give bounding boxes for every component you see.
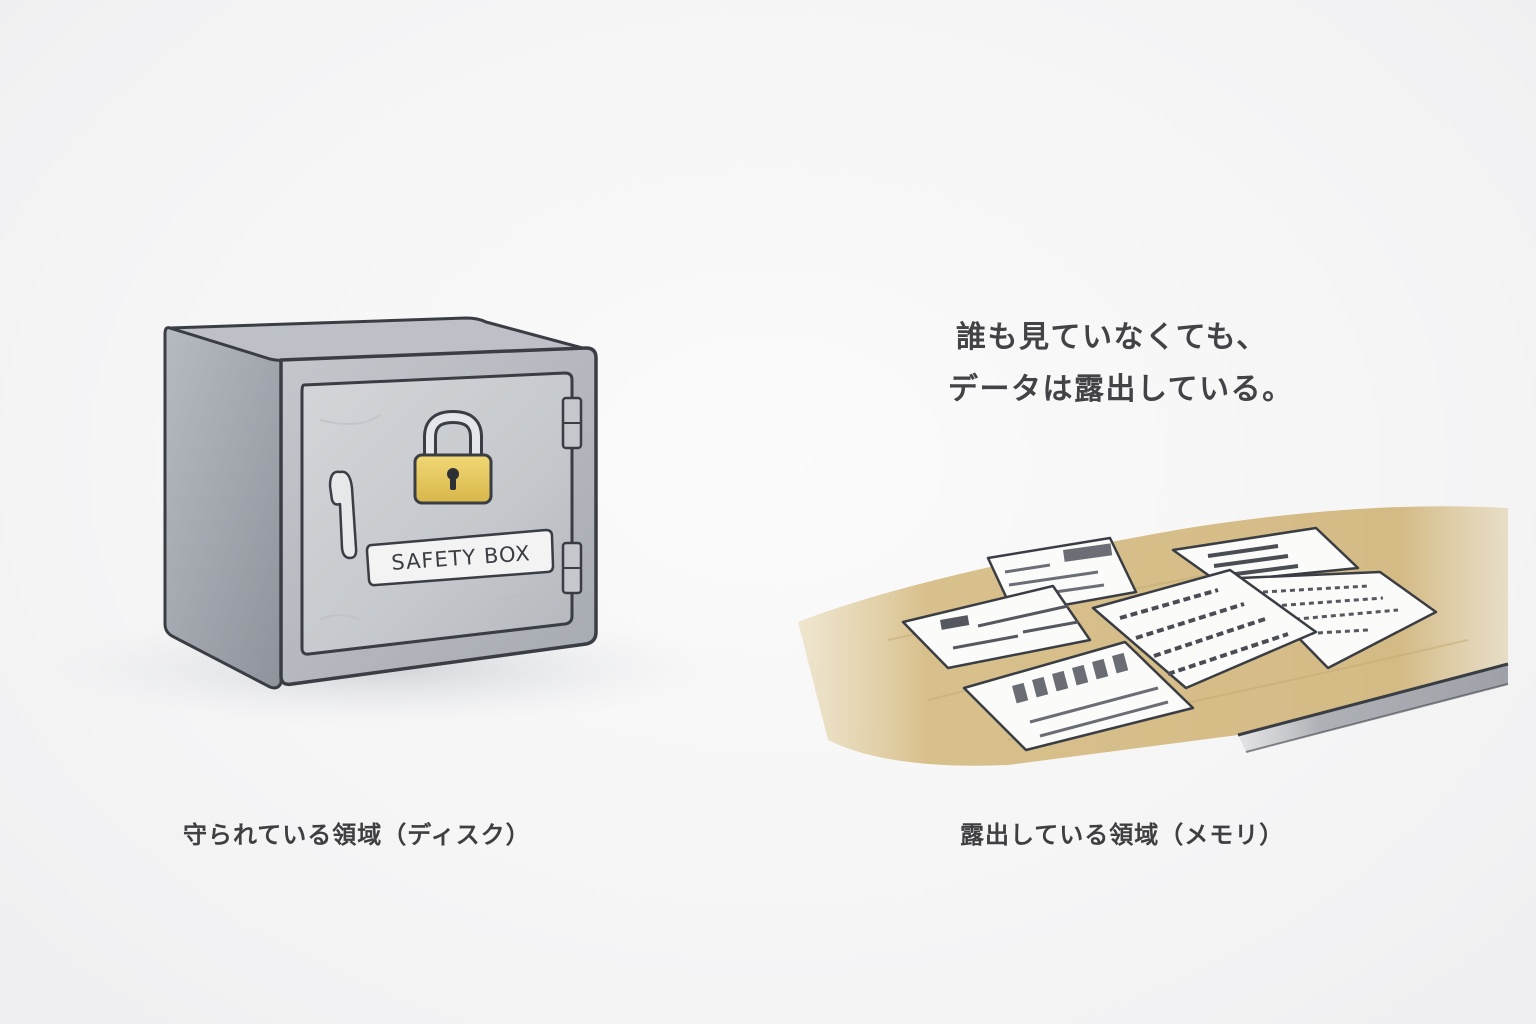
memory-caption: 露出している領域（メモリ） xyxy=(960,821,1285,849)
safety-box-plate: SAFETY BOX xyxy=(365,528,555,587)
tagline-line-1: 誰も見ていなくても、 xyxy=(956,320,1268,355)
memory-panel: 誰も見ていなくても、 データは露出している。 xyxy=(768,0,1536,1024)
safe-illustration: SAFETY BOX xyxy=(40,316,720,726)
safe-side xyxy=(163,326,283,690)
door-texture xyxy=(319,414,551,621)
table-illustration xyxy=(798,506,1509,766)
paper-document-icon xyxy=(1171,526,1360,584)
handle-icon xyxy=(328,470,358,560)
tagline-line-2: データは露出している。 xyxy=(948,372,1294,407)
disk-caption: 守られている領域（ディスク） xyxy=(183,821,531,849)
paper-document-icon xyxy=(901,584,1092,670)
tagline: 誰も見ていなくても、 データは露出している。 xyxy=(948,312,1294,416)
paper-document-icon xyxy=(962,640,1195,752)
hinge-icon xyxy=(561,396,583,595)
lock-icon xyxy=(413,409,493,505)
paper-document-icon xyxy=(1091,568,1318,690)
safe-panel: SAFETY BOX 守られている領域（ディスク） xyxy=(40,316,720,849)
